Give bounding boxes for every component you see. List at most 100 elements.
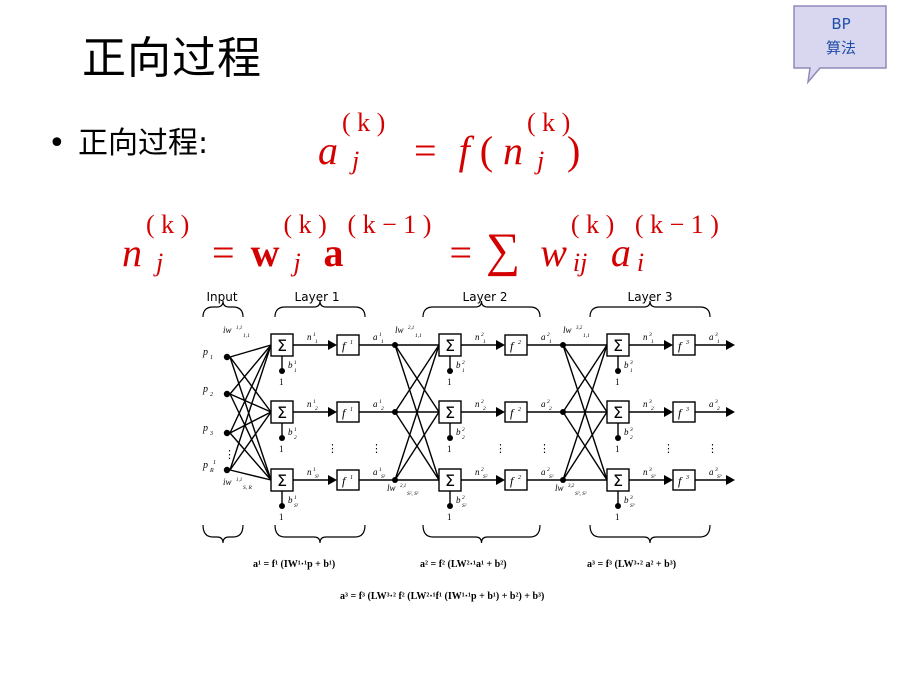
layer-3-a-sup-2: 3 [714, 467, 718, 473]
callout-text: BP 算法 [794, 12, 888, 60]
layer-3-a-sub-2: S³ [717, 474, 722, 480]
layer-3-bias-one-0: 1 [615, 377, 620, 387]
layer-2-bias-sup-0: 2 [462, 360, 465, 366]
layer-3-sum-symbol-1: Σ [613, 403, 623, 422]
layer-2-transfer-box-2 [504, 469, 528, 491]
layer-2-bias-sub-2: S² [462, 503, 467, 509]
input-sub-0: 1 [210, 355, 213, 361]
layer-1-weight-1-2 [229, 393, 272, 481]
eq2-wij-sup: ( k ) [570, 210, 615, 239]
layer-2-transfer-box-0 [504, 334, 528, 356]
layer-1-n-sup-2: 1 [313, 467, 316, 473]
eq2-equals-1: = [212, 230, 235, 275]
layer-3-equation: a³ = f³ (LW³·² a² + b³) [587, 559, 676, 570]
input-sub-2: 3 [209, 431, 213, 437]
top-brace-2 [422, 300, 541, 318]
layer-1-bias-label-2: b [288, 495, 293, 505]
input-sup-3: 1 [213, 460, 216, 466]
eq2-equals-2: = [449, 230, 473, 275]
layer-1-bias-node-2 [279, 503, 285, 509]
layer-3-n-label-1: n [643, 399, 648, 409]
layer-1-transfer-box-0 [336, 334, 360, 356]
input-label-2: p [202, 423, 208, 434]
layer-1-n-sup-1: 1 [313, 399, 316, 405]
eq2-w-bold: w [250, 230, 280, 275]
layer-2-transfer-sup-0: 2 [518, 340, 521, 346]
layer-1-transfer-sup-0: 1 [350, 340, 353, 346]
layer-2-a-label-2: a [541, 467, 546, 477]
layer-3-transfer-f-0: f [678, 339, 683, 353]
layer-1-sum-symbol-0: Σ [277, 336, 287, 355]
layer-1-weight-2-2 [229, 432, 272, 481]
layer-1-a-sub-1: 2 [381, 406, 384, 412]
layer-1-a-label-1: a [373, 399, 378, 409]
layer-3-transfer-sup-0: 3 [685, 340, 689, 346]
layer-3-out-arrow-0 [726, 340, 735, 350]
layer-2-n-arrow-0 [496, 340, 505, 350]
layer-3-bias-sub-0: 1 [630, 368, 633, 374]
layer-1-bias-label-1: b [288, 427, 293, 437]
layer-3-n-arrow-2 [664, 475, 673, 485]
layer-1-a-sub-2: S¹ [381, 474, 386, 480]
weight-label-lw3-top-sub: 1,1 [583, 333, 590, 339]
layer-2-dots-n: ⋮ [495, 442, 506, 455]
layer-2-bias-sup-1: 2 [462, 427, 465, 433]
layer-2-n-label-1: n [475, 399, 480, 409]
layer-3-bias-node-1 [615, 435, 621, 441]
layer-1-n-sub-2: S¹ [315, 474, 320, 480]
layer-3-n-sup-0: 3 [648, 332, 652, 338]
layer-1-dots-a: ⋮ [371, 442, 382, 455]
layer-2-bias-one-1: 1 [447, 444, 452, 454]
eq1-a: a [318, 128, 338, 173]
layer-2-n-label-0: n [475, 332, 480, 342]
layer-2-bias-sup-2: 2 [462, 495, 465, 501]
eq1-n: n [503, 128, 524, 173]
layer-1-equation: a¹ = f¹ (IW¹·¹p + b¹) [253, 559, 335, 570]
layer-1-weight-0-0 [229, 344, 272, 358]
eq1-n-sup: ( k ) [527, 108, 571, 137]
weight-label-iw-bottom: iw [223, 477, 232, 487]
eq1-f: f [458, 128, 470, 173]
weight-label-lw2-top-sup: 2,1 [408, 326, 414, 331]
layer-3-a-sub-1: 2 [717, 406, 720, 412]
layer-3-weight-2-1 [562, 411, 608, 481]
layer-1-weight-1-1 [229, 393, 272, 413]
layer-1-bias-one-1: 1 [279, 444, 284, 454]
layer-2-transfer-f-2: f [510, 474, 515, 488]
layer-3-n-sub-1: 2 [651, 406, 654, 412]
input-node-0 [223, 353, 231, 361]
layer-2-n-label-2: n [475, 467, 480, 477]
weight-label-lw2-top-sub: 1,1 [415, 333, 422, 339]
layer-2-a-sup-1: 2 [547, 399, 550, 405]
layer-1-weight-3-2 [229, 469, 272, 481]
layer-2-transfer-f-0: f [510, 339, 515, 353]
weight-label-iw-top-sup: 1,1 [236, 326, 242, 331]
layer-1-weight-0-1 [229, 356, 272, 413]
layer-3-transfer-box-2 [672, 469, 696, 491]
layer-2-transfer-box-1 [504, 401, 528, 423]
full-network-equation: a³ = f³ (LW³·² f² (LW²·¹f¹ (IW¹·¹p + b¹)… [340, 591, 544, 602]
layer-1-a-label-0: a [373, 332, 378, 342]
layer-3-bias-label-1: b [624, 427, 629, 437]
eq2-n-sup: ( k ) [146, 210, 190, 239]
layer-3-out-arrow-2 [726, 475, 735, 485]
eq2-n: n [122, 230, 142, 275]
layer-3-n-sup-2: 3 [648, 467, 652, 473]
layer-3-bias-node-0 [615, 368, 621, 374]
layer-3-n-label-0: n [643, 332, 648, 342]
layer-1-bias-one-0: 1 [279, 377, 284, 387]
layer-3-a-label-2: a [709, 467, 714, 477]
eq2-ai-sup: ( k − 1 ) [634, 210, 719, 239]
layer-1-transfer-box-2 [336, 469, 360, 491]
eq1-equals: = [414, 128, 437, 173]
layer-3-weight-1-0 [562, 344, 608, 413]
layer-3-n-sub-0: 1 [651, 339, 654, 345]
layer-3-dots-a: ⋮ [707, 442, 718, 455]
layer-2-n-sup-0: 2 [481, 332, 484, 338]
layer-3-transfer-f-1: f [678, 406, 683, 420]
layer-1-sum-symbol-2: Σ [277, 471, 287, 490]
layer-1-bias-sub-1: 2 [294, 435, 297, 441]
callout-line-2: 算法 [825, 39, 856, 57]
layer-1-bias-sup-1: 1 [294, 427, 297, 433]
layer-2-bias-node-0 [447, 368, 453, 374]
